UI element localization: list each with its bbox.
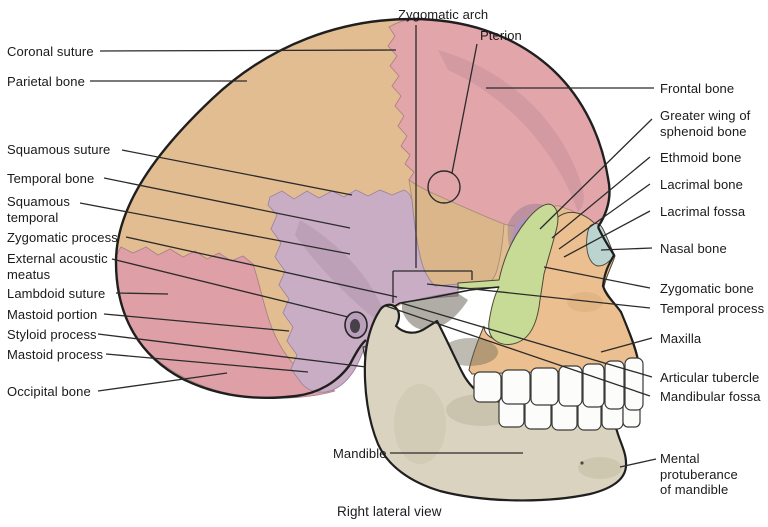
- leader-mental-protuberance: [619, 458, 657, 468]
- lower-teeth: [498, 396, 641, 431]
- pterion-circle: [427, 170, 461, 204]
- label-zygomatic-bone: Zygomatic bone: [660, 281, 754, 296]
- nasal-bone-region: [586, 223, 615, 267]
- label-frontal-bone: Frontal bone: [660, 81, 735, 96]
- label-coronal-suture: Coronal suture: [7, 44, 94, 59]
- label-squamous-suture: Squamous suture: [7, 142, 111, 157]
- label-ethmoid-bone: Ethmoid bone: [660, 150, 742, 165]
- label-external-acoustic-meatus: External acoustic meatus: [7, 251, 108, 282]
- leader-styloid-process: [97, 333, 367, 368]
- label-mastoid-portion: Mastoid portion: [7, 307, 98, 322]
- leader-articular-tubercle: [400, 302, 653, 378]
- chin-shading: [578, 457, 622, 479]
- leader-zygomatic-bone: [543, 266, 651, 289]
- label-mandibular-fossa: Mandibular fossa: [660, 389, 761, 404]
- label-lacrimal-bone: Lacrimal bone: [660, 177, 743, 192]
- leader-lines: [79, 25, 657, 468]
- cranium-outline: [114, 17, 611, 400]
- label-zygomatic-arch: Zygomatic arch: [398, 7, 489, 22]
- leader-lacrimal-bone: [558, 183, 651, 250]
- leader-nasal-bone: [600, 247, 653, 251]
- label-temporal-process: Temporal process: [660, 301, 765, 316]
- leader-zygomatic-process: [125, 236, 398, 298]
- leader-external-acoustic-meatus: [111, 258, 349, 318]
- ramus-shading: [394, 384, 446, 464]
- label-lambdoid-suture: Lambdoid suture: [7, 286, 106, 301]
- label-nasal-bone: Nasal bone: [660, 241, 727, 256]
- infratemporal-shadow: [402, 292, 468, 331]
- label-mental-protuberance: Mental protuberance of mandible: [660, 451, 738, 497]
- leader-squamous-suture: [121, 149, 353, 196]
- label-mandible: Mandible: [333, 446, 387, 461]
- leader-lacrimal-fossa: [563, 210, 651, 258]
- external-acoustic-meatus-hole: [350, 319, 360, 333]
- leader-lambdoid-suture: [115, 292, 169, 295]
- leader-temporal-process: [426, 283, 651, 309]
- leader-coronal-suture: [99, 49, 397, 52]
- frontal-shading: [438, 50, 584, 212]
- leader-occipital-bone: [97, 372, 228, 392]
- label-squamous-temporal: Squamous temporal: [7, 194, 70, 225]
- leader-greater-wing: [539, 118, 653, 230]
- label-articular-tubercle: Articular tubercle: [660, 370, 760, 385]
- leader-zygomatic-arch: [392, 25, 473, 303]
- face-profile-outline: [596, 226, 642, 370]
- label-greater-wing: Greater wing of sphenoid bone: [660, 108, 751, 139]
- label-parietal-bone: Parietal bone: [7, 74, 85, 89]
- leader-squamous-temporal: [79, 202, 351, 255]
- label-pterion: Pterion: [480, 28, 522, 43]
- leader-maxilla: [600, 337, 653, 353]
- mental-foramen-dot: [580, 461, 584, 465]
- leader-mastoid-process: [105, 353, 309, 373]
- label-maxilla: Maxilla: [660, 331, 702, 346]
- label-occipital-bone: Occipital bone: [7, 384, 91, 399]
- label-zygomatic-process: Zygomatic process: [7, 230, 118, 245]
- maxilla-shading: [567, 292, 603, 312]
- zygomatic-bone-region: [457, 203, 559, 345]
- leader-mandibular-fossa: [385, 305, 651, 397]
- leader-ethmoid-bone: [551, 156, 651, 239]
- label-styloid-process: Styloid process: [7, 327, 97, 342]
- label-mastoid-process: Mastoid process: [7, 347, 104, 362]
- leader-temporal-bone: [103, 177, 351, 229]
- leader-mastoid-portion: [103, 313, 290, 332]
- label-temporal-bone: Temporal bone: [7, 171, 95, 186]
- label-lacrimal-fossa: Lacrimal fossa: [660, 204, 746, 219]
- leader-pterion: [451, 43, 478, 174]
- figure-caption: Right lateral view: [337, 504, 442, 519]
